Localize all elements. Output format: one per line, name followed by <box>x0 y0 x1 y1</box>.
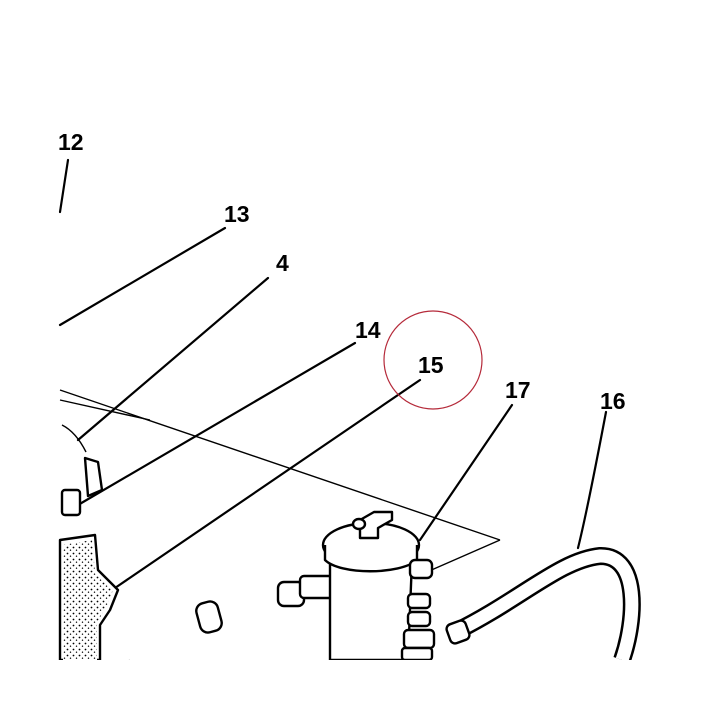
reference-plane-lines <box>59 389 501 576</box>
fuel-filter <box>321 510 436 660</box>
leader-lines <box>58 158 608 590</box>
callout-13: 13 <box>224 201 250 227</box>
callout-16: 16 <box>600 388 626 414</box>
callout-labels: 12 13 4 14 15 17 16 <box>58 129 626 414</box>
connector <box>276 574 336 608</box>
callout-12: 12 <box>58 129 84 155</box>
hose-right <box>445 546 641 660</box>
pump-housing <box>58 424 120 660</box>
hose-left <box>125 600 223 660</box>
callout-15: 15 <box>418 352 444 378</box>
callout-14: 14 <box>355 317 381 343</box>
highlight-circle <box>383 310 483 410</box>
callout-4: 4 <box>276 250 289 276</box>
callout-17: 17 <box>505 377 531 403</box>
